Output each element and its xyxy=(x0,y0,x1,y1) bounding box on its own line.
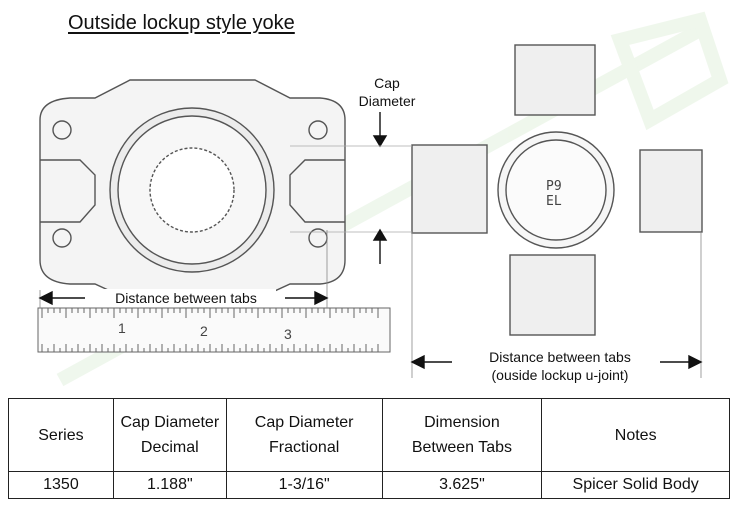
yoke-distance-label: Distance between tabs xyxy=(96,289,276,307)
ruler-tick-3: 3 xyxy=(284,326,292,342)
arrow-down-icon xyxy=(372,135,388,148)
cap-diameter-label-line1: Cap xyxy=(374,75,400,91)
arrow-up-icon xyxy=(372,228,388,241)
stamp-line1: P9 xyxy=(546,179,562,194)
cell-dimension-between-tabs: 3.625" xyxy=(381,471,543,499)
cell-cap-diameter-fractional: 1-3/16" xyxy=(225,471,383,499)
yoke-drawing xyxy=(39,79,346,301)
tape-measure xyxy=(37,307,391,353)
page-title: Outside lockup style yoke xyxy=(68,12,295,34)
ruler-tick-2: 2 xyxy=(200,323,208,339)
cell-cap-diameter-decimal: 1.188" xyxy=(112,471,227,499)
arrow-right-icon xyxy=(688,354,703,370)
stamp-line2: EL xyxy=(546,194,562,209)
ujoint-drawing xyxy=(411,44,703,336)
dimension-lines xyxy=(38,112,703,378)
header-notes: Notes xyxy=(541,398,730,472)
cap-diameter-label: Cap Diameter xyxy=(352,74,422,110)
yoke-ujoint-illustration: P9 EL 1 2 3 xyxy=(37,11,729,387)
cell-notes: Spicer Solid Body xyxy=(541,471,730,499)
table-row: 1350 1.188" 1-3/16" 3.625" Spicer Solid … xyxy=(8,471,730,499)
ujoint-distance-label: Distance between tabs (ouside lockup u-j… xyxy=(460,348,660,384)
header-series: Series xyxy=(8,398,114,472)
ujoint-distance-label-line2: (ouside lockup u-joint) xyxy=(491,367,629,383)
cap-diameter-label-line2: Diameter xyxy=(358,93,416,109)
ujoint-distance-label-line1: Distance between tabs xyxy=(489,349,631,365)
ruler-tick-1: 1 xyxy=(118,320,126,336)
arrow-right-icon xyxy=(314,290,329,306)
cell-series: 1350 xyxy=(8,471,114,499)
